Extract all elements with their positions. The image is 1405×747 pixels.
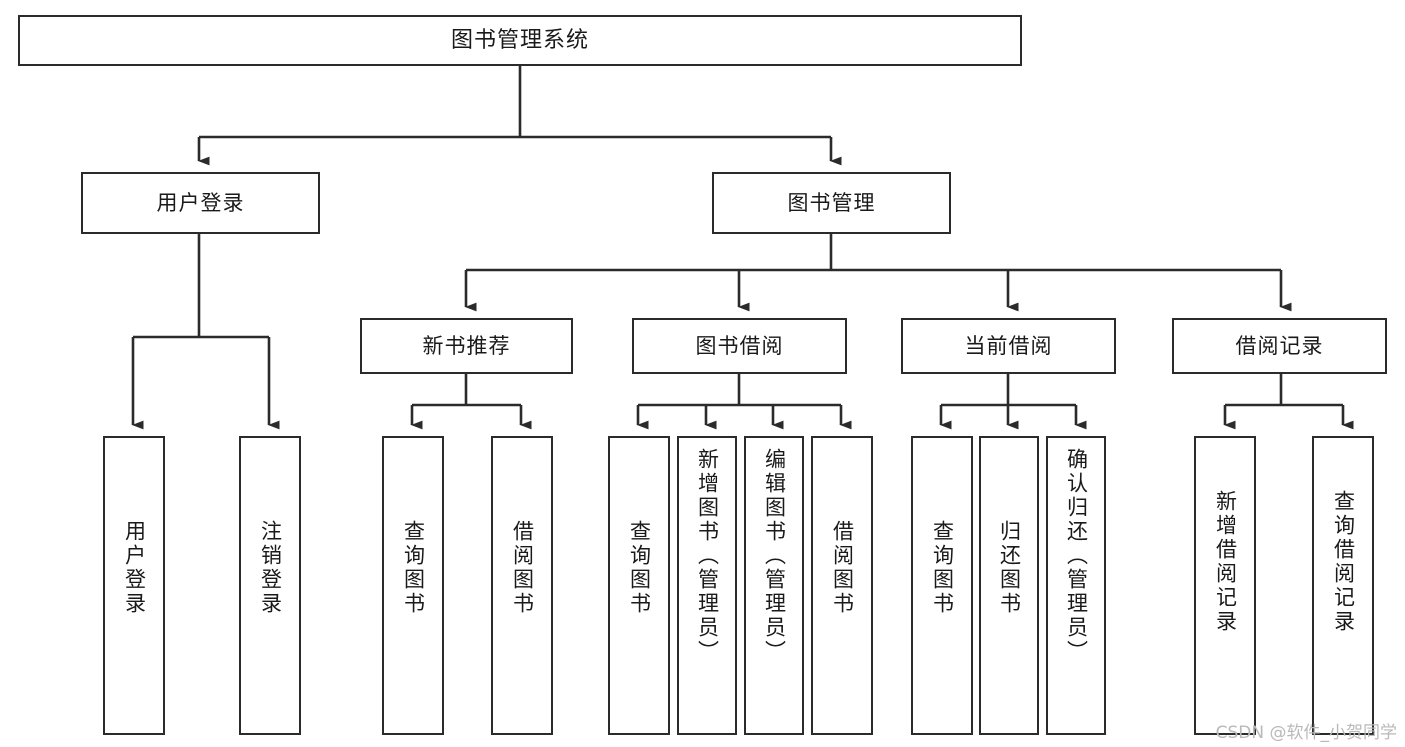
leaf-user-login-login[interactable]: 用户登录 — [103, 436, 165, 735]
node-root-label: 图书管理系统 — [450, 27, 589, 53]
leaf-current-borrow-return-label: 归还图书 — [997, 520, 1022, 616]
leaf-current-borrow-query-label: 查询图书 — [930, 520, 955, 616]
leaf-new-book-borrow-label: 借阅图书 — [510, 520, 535, 616]
node-user-login-label: 用户登录 — [156, 190, 245, 215]
leaf-current-borrow-return[interactable]: 归还图书 — [979, 436, 1039, 735]
leaf-borrow-record-add-label: 新增借阅记录 — [1213, 490, 1238, 634]
leaf-current-borrow-confirm[interactable]: 确认归还（管理员） — [1046, 436, 1106, 735]
leaf-user-login-logout[interactable]: 注销登录 — [239, 436, 301, 735]
node-book-manage-label: 图书管理 — [787, 190, 876, 215]
node-book-borrow-label: 图书借阅 — [695, 333, 784, 358]
leaf-borrow-record-query[interactable]: 查询借阅记录 — [1312, 436, 1374, 735]
leaf-book-borrow-query[interactable]: 查询图书 — [608, 436, 670, 735]
node-new-book-recommend[interactable]: 新书推荐 — [360, 318, 573, 374]
node-borrow-record-label: 借阅记录 — [1235, 333, 1324, 358]
leaf-new-book-query-label: 查询图书 — [401, 520, 426, 616]
leaf-borrow-record-add[interactable]: 新增借阅记录 — [1194, 436, 1256, 735]
node-new-book-recommend-label: 新书推荐 — [422, 333, 511, 358]
node-book-manage[interactable]: 图书管理 — [712, 172, 951, 234]
leaf-borrow-record-query-label: 查询借阅记录 — [1331, 490, 1356, 634]
leaf-user-login-login-label: 用户登录 — [122, 520, 147, 616]
leaf-book-borrow-add[interactable]: 新增图书（管理员） — [677, 436, 737, 735]
leaf-book-borrow-edit[interactable]: 编辑图书（管理员） — [744, 436, 804, 735]
leaf-book-borrow-borrow-label: 借阅图书 — [830, 520, 855, 616]
leaf-current-borrow-query[interactable]: 查询图书 — [911, 436, 973, 735]
leaf-user-login-logout-label: 注销登录 — [258, 520, 283, 616]
leaf-book-borrow-borrow[interactable]: 借阅图书 — [811, 436, 873, 735]
node-current-borrow[interactable]: 当前借阅 — [901, 318, 1116, 374]
node-current-borrow-label: 当前借阅 — [964, 333, 1053, 358]
leaf-book-borrow-edit-label: 编辑图书（管理员） — [762, 448, 787, 664]
watermark: CSDN @软件_小贺同学 — [1215, 723, 1397, 743]
node-root[interactable]: 图书管理系统 — [18, 15, 1022, 66]
leaf-current-borrow-confirm-label: 确认归还（管理员） — [1064, 448, 1089, 664]
node-book-borrow[interactable]: 图书借阅 — [632, 318, 847, 374]
leaf-book-borrow-add-label: 新增图书（管理员） — [695, 448, 720, 664]
leaf-new-book-borrow[interactable]: 借阅图书 — [491, 436, 553, 735]
leaf-new-book-query[interactable]: 查询图书 — [382, 436, 444, 735]
leaf-book-borrow-query-label: 查询图书 — [627, 520, 652, 616]
node-user-login[interactable]: 用户登录 — [81, 172, 320, 234]
node-borrow-record[interactable]: 借阅记录 — [1172, 318, 1387, 374]
